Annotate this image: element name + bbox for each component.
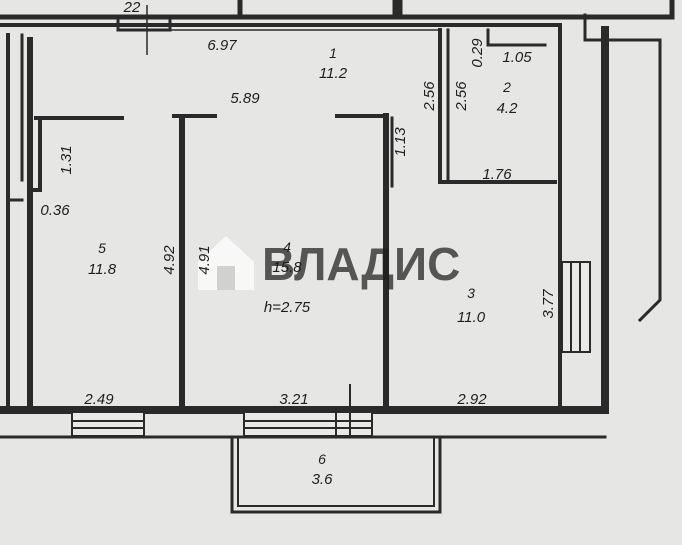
windows [71, 261, 591, 437]
room-4-number: 4 [283, 239, 291, 255]
watermark: ВЛАДИС [198, 236, 460, 290]
dimension-labels: 22 6.97 5.89 1.05 1.76 0.36 2.49 3.21 2.… [40, 0, 557, 408]
room-2-area: 4.2 [497, 100, 519, 117]
window-room3 [561, 261, 591, 353]
room-6-number: 6 [318, 451, 326, 467]
watermark-house-icon [198, 236, 254, 290]
dim-room2-top: 1.05 [502, 49, 532, 66]
dim-room5-bottom: 2.49 [83, 391, 114, 408]
dim-0-36: 0.36 [40, 202, 70, 219]
dim-room2-side-b: 2.56 [453, 81, 470, 112]
dim-room3-right: 3.77 [540, 289, 557, 319]
room-3-number: 3 [467, 285, 475, 301]
leader-lines [120, 5, 440, 55]
dim-1-13: 1.13 [392, 127, 409, 157]
dim-room4-bottom: 3.21 [279, 391, 308, 408]
room-3-area: 11.0 [457, 309, 486, 326]
dim-room3-bottom: 2.92 [456, 391, 487, 408]
balcony [230, 384, 442, 514]
window-room4 [243, 411, 373, 437]
room-1-number: 1 [329, 45, 337, 61]
ceiling-height-label: h=2.75 [264, 299, 311, 316]
dim-corridor-width: 6.97 [207, 37, 237, 54]
dim-top-neighbor: 22 [123, 0, 141, 16]
interior-walls [6, 28, 557, 413]
room-5-area: 11.8 [88, 261, 117, 278]
room-6-area: 3.6 [312, 471, 334, 488]
dim-room4-left-a: 4.92 [161, 245, 178, 275]
dim-room2-side-a: 2.56 [421, 81, 438, 112]
dim-room4-top: 5.89 [230, 90, 260, 107]
dim-room4-left-b: 4.91 [196, 245, 213, 274]
window-room5 [71, 411, 145, 437]
room-5-number: 5 [98, 240, 106, 256]
dim-1-31: 1.31 [58, 145, 75, 174]
watermark-brand: ВЛАДИС [262, 238, 460, 290]
room-labels: 1 11.2 2 4.2 3 11.0 4 15.8 5 11.8 6 3.6 … [88, 45, 518, 488]
dim-room2-gap: 0.29 [469, 38, 486, 68]
room-2-number: 2 [502, 79, 511, 95]
room-4-area: 15.8 [272, 259, 302, 276]
room-1-area: 11.2 [319, 65, 348, 82]
dim-room2-bottom: 1.76 [482, 166, 512, 183]
